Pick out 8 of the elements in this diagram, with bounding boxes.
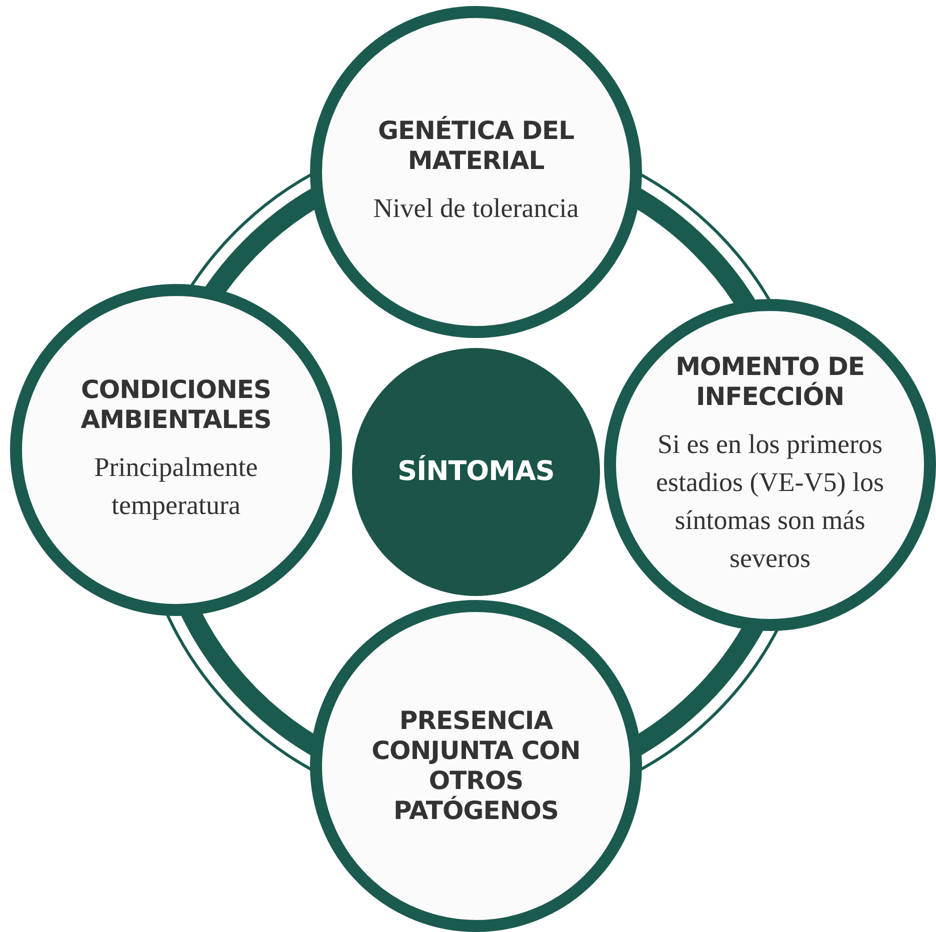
circle-heading: PRESENCIA CONJUNTA CON OTROS PATÓGENOS — [370, 706, 582, 826]
circle-description: Si es en los primeros estadios (VE-V5) los síntomas son más severos — [655, 428, 885, 575]
circle-description: Nivel de tolerancia — [373, 192, 579, 226]
circle-description: Principalmente temperatura — [93, 451, 259, 522]
circle-heading: CONDICIONES AMBIENTALES — [80, 375, 272, 436]
circle-heading: GENÉTICA DEL MATERIAL — [376, 116, 576, 176]
circle-heading: MOMENTO DE INFECCIÓN — [674, 352, 866, 412]
circle-heading: SÍNTOMAS — [398, 456, 554, 488]
